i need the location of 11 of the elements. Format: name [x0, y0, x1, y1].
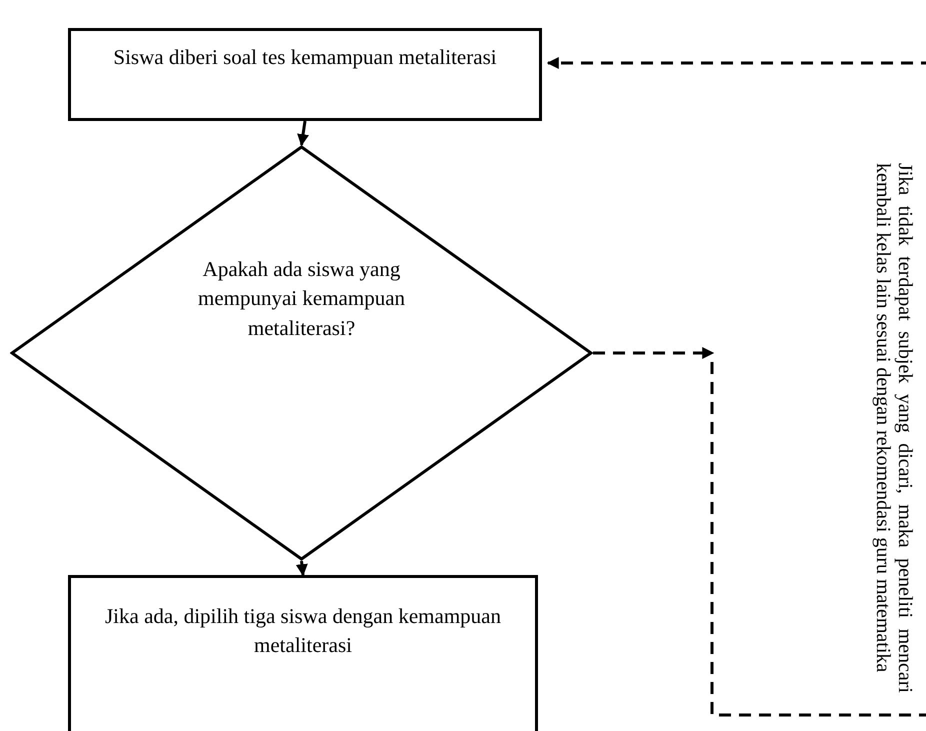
node-text: Jika ada, dipilih tiga siswa dengan kemampuan metaliterasi: [104, 603, 502, 660]
node-text: Apakah ada siswa yang mempunyai kemampuan metaliterasi?: [196, 256, 406, 342]
dashed-arrow: [546, 57, 926, 716]
edge-label: Jika tidak terdapat subjek yang dicari, maka peneliti mencari kembali kelas lain sesuai dengan rekomendasi guru matematika: [871, 163, 916, 693]
process-box: [68, 575, 538, 731]
node-text: Siswa diberi soal tes kemampuan metaliterasi: [112, 44, 498, 71]
arrow: [297, 120, 309, 146]
process-box: [68, 28, 542, 121]
dashed-arrow: [593, 347, 714, 359]
decision-diamond: [10, 145, 593, 561]
arrow: [296, 560, 308, 576]
